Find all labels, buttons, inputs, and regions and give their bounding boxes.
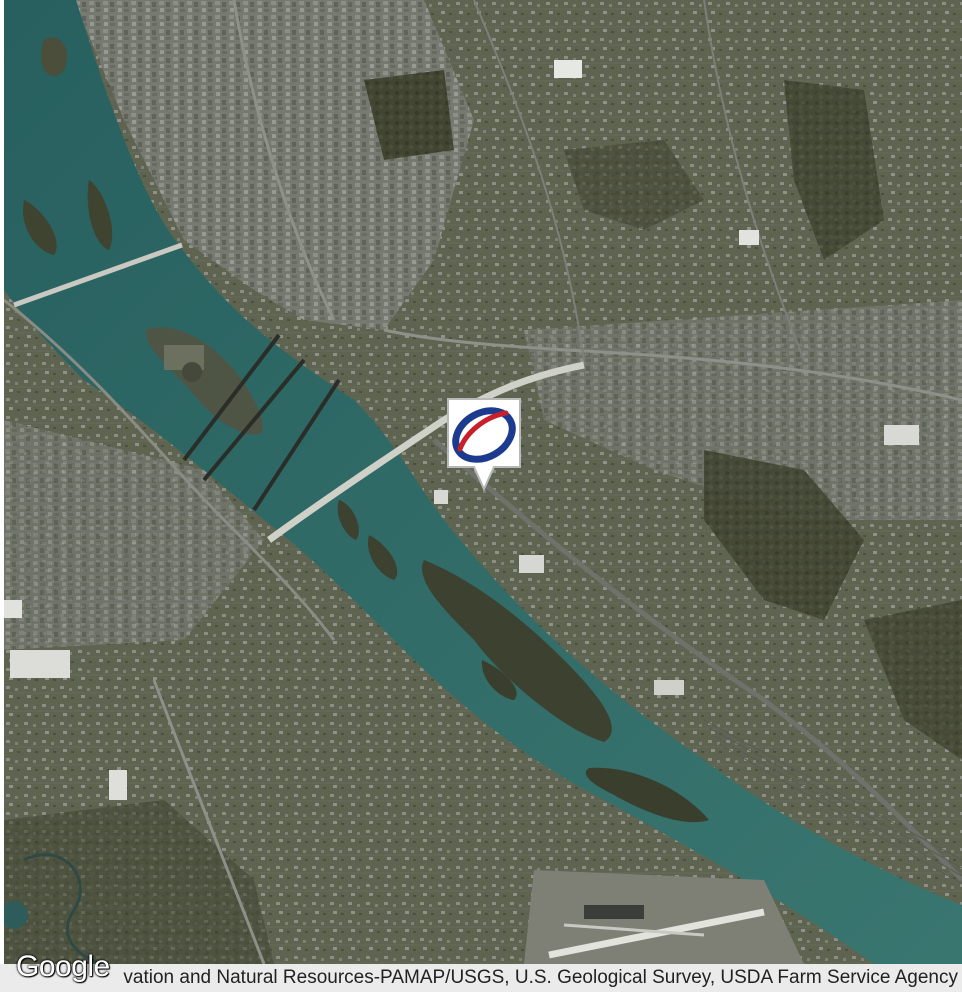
map-attribution: vation and Natural Resources-PAMAP/USGS,… — [0, 964, 962, 992]
location-pin-logo-icon[interactable] — [446, 397, 522, 492]
company-logo-icon — [452, 407, 516, 463]
google-logo[interactable]: Google — [16, 950, 110, 983]
satellite-map[interactable] — [4, 0, 962, 964]
